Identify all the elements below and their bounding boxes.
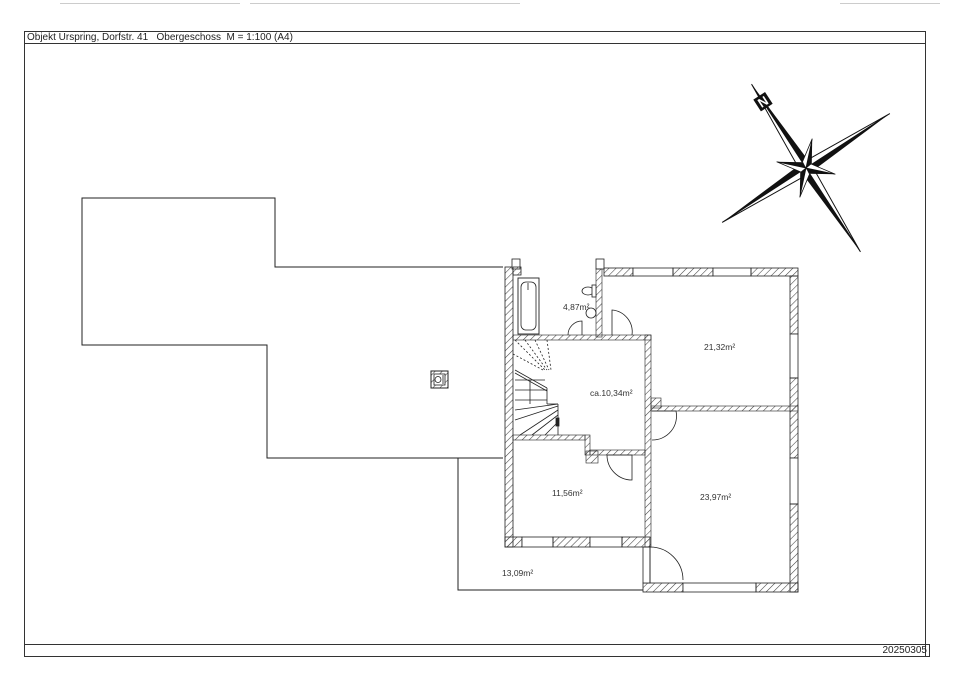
- balcony-outline: [457, 458, 643, 591]
- room-area-northeast: 21,32m²: [704, 342, 735, 352]
- room-area-balcony: 13,09m²: [502, 568, 533, 578]
- toilet-icon: [581, 284, 597, 298]
- footer-code: 20250305: [24, 644, 930, 657]
- chimney-icon: [430, 370, 449, 389]
- scan-artifact: [250, 3, 520, 4]
- room-area-hallway: ca.10,34m²: [590, 388, 633, 398]
- sink-icon: [585, 307, 597, 319]
- compass-rose-icon: N: [721, 83, 891, 253]
- roof-outline: [81, 197, 503, 459]
- staircase: [512, 339, 560, 436]
- walls: [504, 258, 799, 593]
- scan-artifact: [840, 3, 940, 4]
- scan-artifact: [60, 3, 240, 4]
- room-area-bathroom: 4,87m²: [563, 302, 590, 312]
- bathtub-icon: [517, 277, 540, 335]
- doors: [567, 309, 684, 583]
- room-area-southeast: 23,97m²: [700, 492, 731, 502]
- title-block: Objekt Urspring, Dorfstr. 41 Obergeschos…: [24, 31, 926, 44]
- room-area-southwest: 11,56m²: [552, 488, 583, 498]
